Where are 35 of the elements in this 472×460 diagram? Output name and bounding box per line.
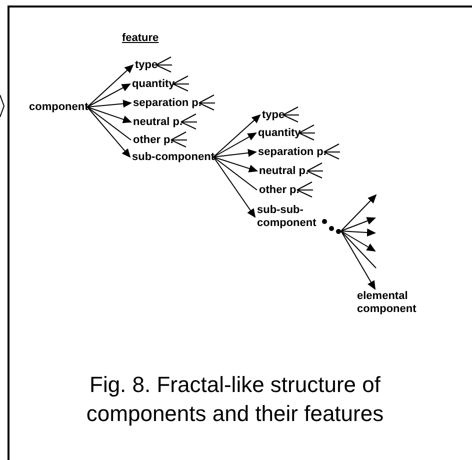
connector-line — [86, 106, 132, 140]
node-label: neutral p. — [259, 166, 309, 176]
node-label: separation p. — [258, 147, 326, 157]
arrow — [86, 106, 132, 124]
fan-line — [340, 230, 376, 268]
node-label: elemental component — [357, 290, 429, 316]
arrow — [213, 156, 258, 172]
node-label: separation p. — [133, 98, 202, 108]
figure-caption: Fig. 8. Fractal-like structure of components and their features — [85, 371, 385, 428]
arrow — [340, 230, 376, 290]
arrow — [86, 106, 131, 158]
column-heading: feature — [121, 32, 160, 44]
arrow — [213, 132, 257, 158]
arrow — [213, 114, 261, 158]
node-label: type — [135, 60, 158, 70]
arrow — [213, 148, 257, 158]
node-label: sub-sub-component — [257, 204, 329, 230]
node-label: component — [29, 102, 88, 112]
node-label: other p. — [133, 135, 174, 145]
node-label: type — [262, 110, 285, 120]
arrow — [86, 100, 132, 108]
node-label: neutral p. — [133, 117, 183, 127]
arrow — [340, 228, 376, 237]
arrow — [86, 84, 131, 108]
connector-line — [213, 156, 258, 190]
arrow — [340, 230, 376, 252]
node-label: sub-component — [132, 152, 214, 162]
node-label: quantity — [132, 79, 175, 89]
node-label: quantity — [258, 128, 301, 138]
arrow — [86, 64, 134, 108]
arrow — [340, 217, 376, 232]
ellipsis-dot — [336, 228, 341, 234]
node-label: other p. — [259, 185, 300, 195]
arrow — [340, 194, 377, 232]
arrow — [213, 156, 256, 218]
